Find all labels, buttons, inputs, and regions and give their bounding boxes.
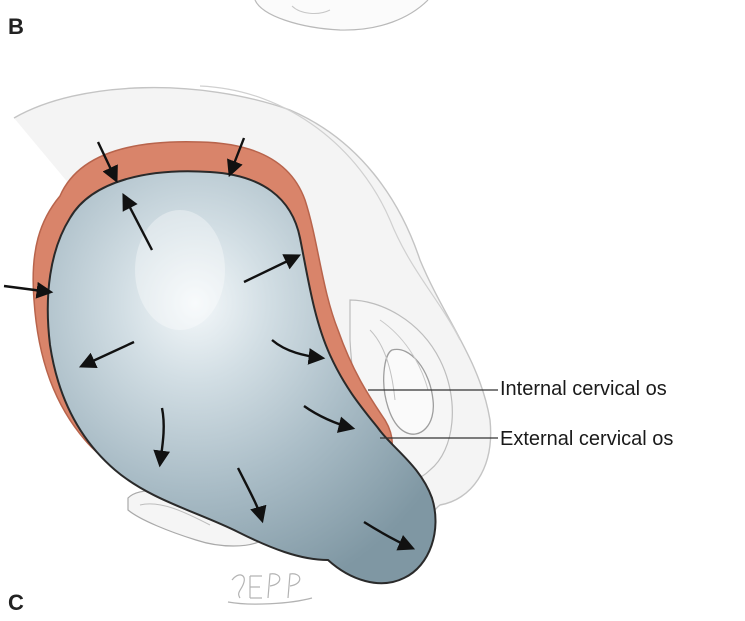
panel-label-b: B [8, 14, 24, 40]
label-internal-cervical-os: Internal cervical os [500, 378, 667, 401]
artist-signature [228, 574, 312, 604]
panel-label-c: C [8, 590, 24, 616]
label-external-cervical-os: External cervical os [500, 428, 673, 451]
panel-b-remnant [255, 0, 428, 30]
